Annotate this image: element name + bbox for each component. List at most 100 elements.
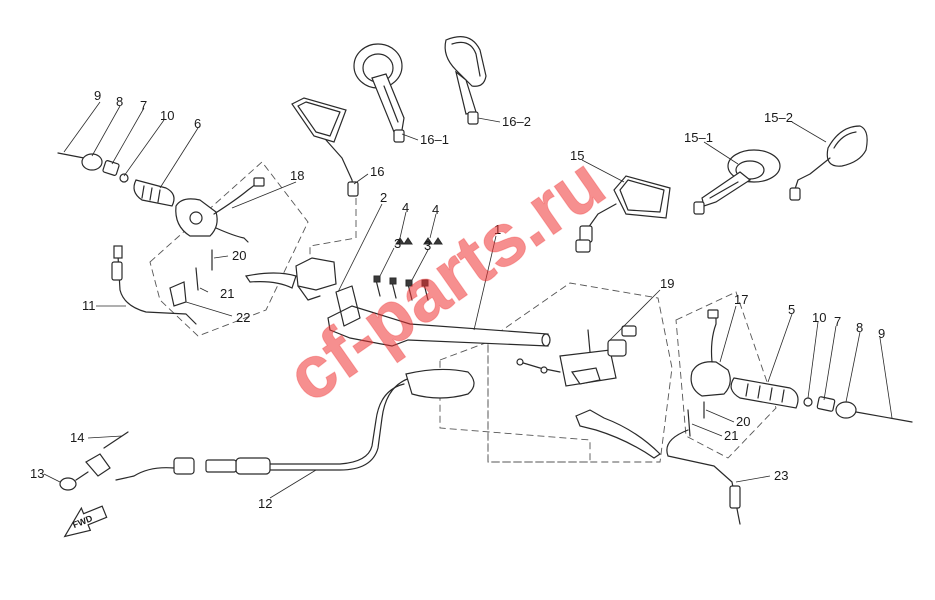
right-end-screw[interactable] [855,411,913,423]
left-screw-21[interactable] [195,267,199,291]
mirror-15-1-rim [735,160,765,180]
callout-20-right: 20 [736,414,750,429]
mirror-16-inner [297,101,341,137]
group-outline-17 [675,291,777,459]
callout-16-1: 16–1 [420,132,449,147]
brake-cable-adjuster [729,485,741,509]
mirror-16-1-nut [393,129,405,143]
right-brake-lever[interactable] [575,409,661,459]
callout-19: 19 [660,276,674,291]
callout-15: 15 [570,148,584,163]
throttle-cable-end [173,457,195,475]
washers-4[interactable] [395,237,443,245]
mirror-16-1-slot [383,85,399,123]
callout-7-left: 7 [140,98,147,113]
throttle-grip[interactable] [730,377,799,409]
callout-22: 22 [236,310,250,325]
cable-bracket[interactable] [169,281,187,307]
callout-3b: 3 [424,238,431,253]
handlebar[interactable] [327,305,549,347]
left-collar[interactable] [102,160,120,176]
mirror-16-1-arm [371,73,405,133]
callout-7-right: 7 [834,314,841,329]
mirror-16-2-rim [451,41,481,77]
right-screw-21[interactable] [687,409,691,437]
right-switch-connector [707,309,719,319]
callout-13: 13 [30,466,44,481]
clutch-cable[interactable] [117,255,197,325]
left-end-screw[interactable] [57,152,85,159]
callout-12: 12 [258,496,272,511]
handlebar-end [541,333,551,347]
callout-labels: 9 8 7 10 6 1 8 20 21 22 11 16 16–1 16–2 2… [30,88,885,511]
left-switch-connector [253,177,265,187]
mirror-15-base [575,239,591,253]
left-grip-pattern [141,185,161,203]
left-washer[interactable] [119,173,129,183]
callout-16-2: 16–2 [502,114,531,129]
throttle-switch-knob[interactable] [59,477,77,491]
callout-4b: 4 [432,202,439,217]
throttle-grip-pattern [745,383,785,403]
callout-5: 5 [788,302,795,317]
callout-6: 6 [194,116,201,131]
right-collar[interactable] [816,396,836,412]
left-bar-end-weight[interactable] [81,153,103,171]
mirror-15-2-nut [789,187,801,201]
callout-17: 17 [734,292,748,307]
callout-23: 23 [774,468,788,483]
mirror-16-dash [309,198,357,262]
clamp-bolts[interactable] [373,275,429,301]
group-outline-18 [149,161,309,337]
throttle-housing-cover[interactable] [405,368,475,399]
mirror-16-2-glass[interactable] [444,36,487,87]
callout-14: 14 [70,430,84,445]
left-switch-housing[interactable] [175,198,218,237]
forward-direction-arrow: FWD [63,505,108,538]
callout-1: 1 [494,222,501,237]
handlebar-riser-left [335,285,361,327]
right-master-cylinder[interactable] [516,325,637,387]
callout-15-1: 15–1 [684,130,713,145]
throttle-cable-thin [115,467,175,481]
throttle-switch-bracket[interactable] [85,453,111,477]
brake-cable[interactable] [666,429,741,525]
throttle-cable[interactable] [269,383,405,465]
clutch-cable-end [113,245,123,259]
mirror-15-glass[interactable] [613,175,671,219]
callout-4a: 4 [402,200,409,215]
right-switch-wire [710,315,717,363]
mirror-15-1-slot [709,181,739,199]
left-lever[interactable] [245,272,297,289]
throttle-cable-nut [205,459,237,473]
right-washer[interactable] [803,397,813,407]
mirror-15-2-rim [833,131,857,149]
callout-16: 16 [370,164,384,179]
group-outline-19 [487,282,673,463]
clutch-adjuster [111,261,123,281]
left-switch-wire [213,183,257,243]
mirror-15-2-arm [793,157,831,193]
left-lever-mount [297,285,321,301]
leader-lines [43,101,893,499]
callout-8-right: 8 [856,320,863,335]
callout-15-2: 15–2 [764,110,793,125]
throttle-switch-link [75,471,89,481]
callout-9-right: 9 [878,326,885,341]
callout-21-left: 21 [220,286,234,301]
callout-8-left: 8 [116,94,123,109]
left-grip[interactable] [133,179,175,207]
callout-2: 2 [380,190,387,205]
left-master-cylinder[interactable] [295,257,337,291]
left-switch-button[interactable] [189,211,203,225]
mirror-15-2-glass[interactable] [826,125,868,167]
callout-21-right: 21 [724,428,738,443]
right-switch-housing[interactable] [690,361,731,397]
callout-11: 11 [82,298,96,313]
right-bar-end-weight[interactable] [835,401,857,419]
callout-20-left: 20 [232,248,246,263]
mirror-16-2-nut [467,111,479,125]
callout-10-right: 10 [812,310,826,325]
mirror-15-1-nut [693,201,705,215]
